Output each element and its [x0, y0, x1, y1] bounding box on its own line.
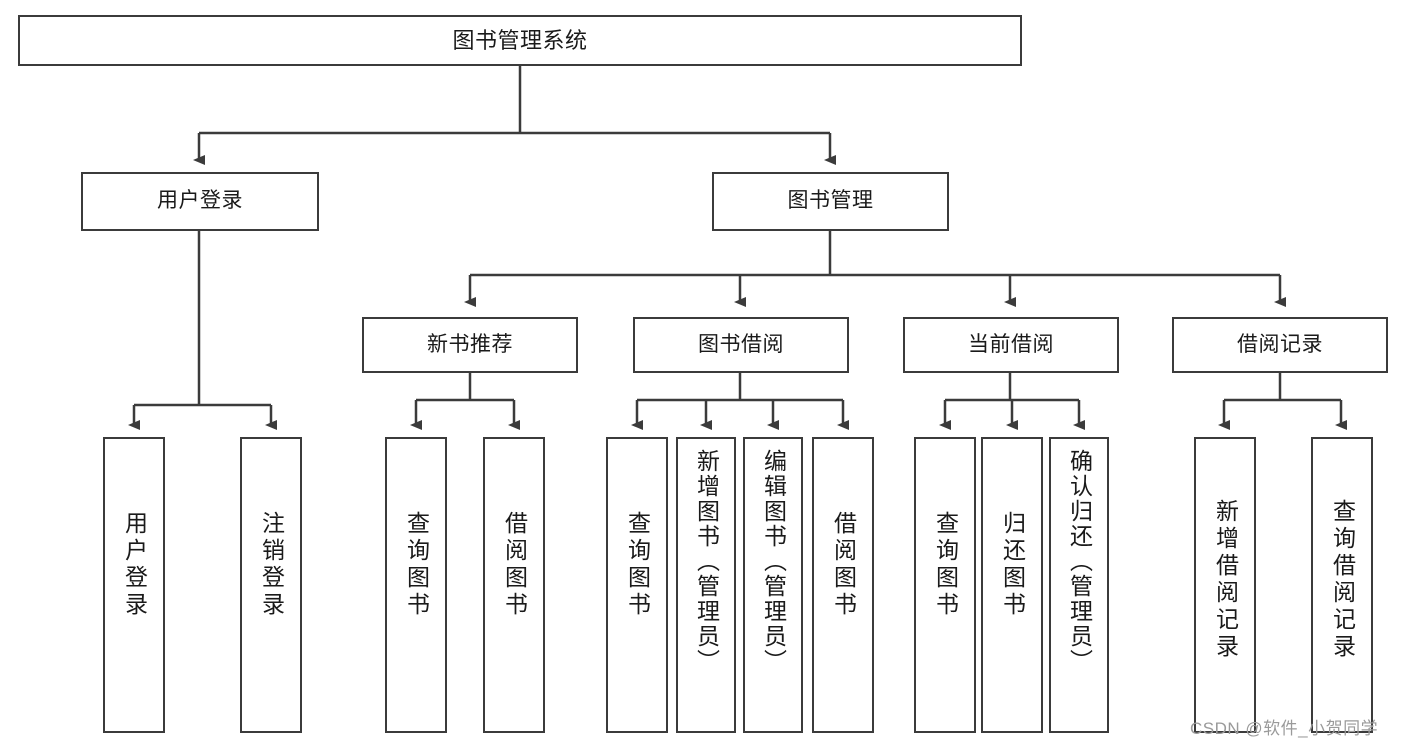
- node-label: 借阅图书: [830, 511, 857, 619]
- leaf-borrow-book-newbook[interactable]: 借阅图书: [483, 437, 545, 733]
- leaf-user-login[interactable]: 用户登录: [103, 437, 165, 733]
- node-book-borrow[interactable]: 图书借阅: [633, 317, 849, 373]
- leaf-return-book[interactable]: 归还图书: [981, 437, 1043, 733]
- node-label: 归还图书: [999, 511, 1026, 619]
- leaf-edit-book-admin[interactable]: 编辑图书（管理员）: [743, 437, 803, 733]
- node-label: 用户登录: [121, 511, 148, 619]
- node-label: 确认归还（管理员）: [1066, 449, 1093, 674]
- node-label: 图书借阅: [698, 332, 784, 356]
- node-label: 注销登录: [258, 511, 285, 619]
- node-label: 查询图书: [624, 511, 651, 619]
- node-borrow-record[interactable]: 借阅记录: [1172, 317, 1388, 373]
- node-label: 用户登录: [157, 189, 243, 213]
- leaf-query-borrow-record[interactable]: 查询借阅记录: [1311, 437, 1373, 733]
- node-new-book-recommend[interactable]: 新书推荐: [362, 317, 578, 373]
- node-label: 新书推荐: [427, 332, 513, 356]
- node-label: 借阅图书: [501, 511, 528, 619]
- leaf-add-book-admin[interactable]: 新增图书（管理员）: [676, 437, 736, 733]
- node-label: 查询借阅记录: [1329, 499, 1356, 661]
- watermark: CSDN @软件_小贺同学: [1190, 719, 1379, 738]
- node-label: 图书管理: [787, 189, 874, 213]
- node-user-login[interactable]: 用户登录: [81, 172, 319, 231]
- leaf-confirm-return-admin[interactable]: 确认归还（管理员）: [1049, 437, 1109, 733]
- leaf-query-book-borrow[interactable]: 查询图书: [606, 437, 668, 733]
- node-current-borrow[interactable]: 当前借阅: [903, 317, 1119, 373]
- node-label: 借阅记录: [1237, 332, 1323, 356]
- leaf-add-borrow-record[interactable]: 新增借阅记录: [1194, 437, 1256, 733]
- node-label: 编辑图书（管理员）: [760, 449, 787, 674]
- leaf-query-book-newbook[interactable]: 查询图书: [385, 437, 447, 733]
- node-label: 新增借阅记录: [1212, 499, 1239, 661]
- node-label: 当前借阅: [968, 332, 1054, 356]
- node-label: 图书管理系统: [452, 27, 588, 53]
- node-label: 新增图书（管理员）: [693, 449, 720, 674]
- leaf-logout[interactable]: 注销登录: [240, 437, 302, 733]
- leaf-borrow-book-borrow[interactable]: 借阅图书: [812, 437, 874, 733]
- node-root-book-management-system[interactable]: 图书管理系统: [18, 15, 1022, 66]
- node-label: 查询图书: [403, 511, 430, 619]
- node-book-management[interactable]: 图书管理: [712, 172, 949, 231]
- leaf-query-book-current[interactable]: 查询图书: [914, 437, 976, 733]
- node-label: 查询图书: [932, 511, 959, 619]
